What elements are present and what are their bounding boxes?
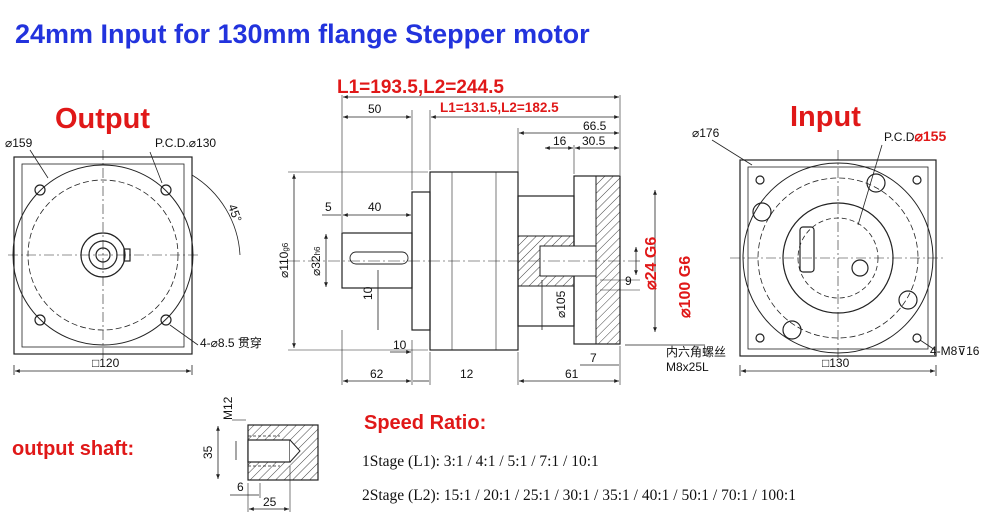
output-heading: Output (55, 103, 150, 135)
side-dim-12-label: 12 (460, 367, 474, 381)
side-dim-100-label: ⌀100 G6 (677, 256, 694, 318)
input-clamp-slot (799, 226, 815, 273)
side-l-total: L1=193.5,L2=244.5 (337, 77, 504, 98)
side-dim-10h-label: 10 (393, 338, 407, 352)
output-pcd-130: P.C.D.⌀130 (155, 136, 216, 150)
input-small-hole-br (912, 333, 922, 343)
speed-ratio-stage1: 1Stage (L1): 3:1 / 4:1 / 5:1 / 7:1 / 10:… (362, 453, 599, 470)
side-dim-10v-label: 10 (361, 286, 375, 300)
side-dim-30-5-label: 30.5 (582, 134, 606, 148)
side-dim-16-label: 16 (553, 134, 567, 148)
input-bolt-hole-r (898, 290, 918, 310)
input-clamp-screw (851, 259, 869, 277)
side-dim-50-label: 50 (368, 102, 382, 116)
input-holes-note: 4-M8⊽16 (930, 344, 980, 358)
output-bolt-hole-tl (34, 184, 46, 196)
speed-ratio-stage2: 2Stage (L2): 15:1 / 20:1 / 25:1 / 30:1 /… (362, 487, 796, 504)
input-small-hole-bl (755, 333, 765, 343)
input-bolt-hole-bl (782, 320, 802, 340)
page-title: 24mm Input for 130mm flange Stepper moto… (15, 19, 590, 49)
side-dim-61-label: 61 (565, 367, 579, 381)
input-dia-176: ⌀176 (692, 126, 720, 140)
shaft-heading: output shaft: (12, 438, 134, 460)
output-dia-159: ⌀159 (5, 136, 33, 150)
input-heading: Input (790, 101, 861, 133)
input-view: Input (711, 101, 946, 376)
side-shaft (341, 232, 413, 289)
input-pcd-label: P.C.D⌀155 (884, 128, 946, 144)
shaft-25-label: 25 (263, 495, 277, 509)
output-holes-note: 4-⌀8.5 贯穿 (200, 335, 262, 350)
input-square-130: □130 (822, 356, 850, 370)
output-leader-holes (169, 324, 199, 346)
speed-ratio-heading: Speed Ratio: (364, 412, 486, 434)
shaft-35-label: 35 (201, 445, 215, 459)
side-dim-32-label: ⌀32h6 (309, 246, 323, 276)
side-view (288, 95, 705, 385)
input-leader-holes (919, 339, 936, 351)
input-bolt-hole-l (752, 202, 772, 222)
input-small-hole-tr (912, 175, 922, 185)
input-leader-pcd (857, 144, 883, 226)
side-dim-7-label: 7 (590, 351, 597, 365)
shaft-detail (216, 419, 319, 512)
output-bolt-hole-tr (160, 184, 172, 196)
side-dim-9-label: 9 (625, 274, 632, 288)
side-dim-5-label: 5 (325, 200, 332, 214)
input-bolt-hole-tr (866, 173, 886, 193)
side-l-body: L1=131.5,L2=182.5 (440, 100, 559, 115)
side-dim-40-label: 40 (368, 200, 382, 214)
side-keyway (349, 251, 409, 265)
output-square-120: □120 (92, 356, 120, 370)
side-screw-cn: 内六角螺丝 (666, 345, 726, 359)
output-bolt-hole-br (160, 314, 172, 326)
side-dim-66-5-label: 66.5 (583, 119, 607, 133)
input-leader-176 (711, 139, 753, 166)
output-angle-45: 45° (225, 202, 244, 224)
side-input-flange-section (595, 175, 621, 345)
side-dim-105-label: ⌀105 (554, 290, 568, 318)
side-screw-size: M8x25L (666, 360, 709, 374)
output-view: Output (8, 103, 241, 375)
output-leader-pcd (149, 151, 163, 184)
side-dim-24-label: ⌀24 G6 (643, 237, 660, 290)
input-small-hole-tl (755, 175, 765, 185)
output-angle-arc (191, 174, 241, 256)
output-leader-159 (29, 149, 49, 179)
shaft-tap-hole (247, 439, 291, 463)
shaft-6-label: 6 (237, 480, 244, 494)
side-dim-110-label: ⌀110g6 (277, 242, 291, 278)
side-dim-62-label: 62 (370, 367, 384, 381)
shaft-m12-label: M12 (221, 396, 235, 420)
output-bolt-hole-bl (34, 314, 46, 326)
